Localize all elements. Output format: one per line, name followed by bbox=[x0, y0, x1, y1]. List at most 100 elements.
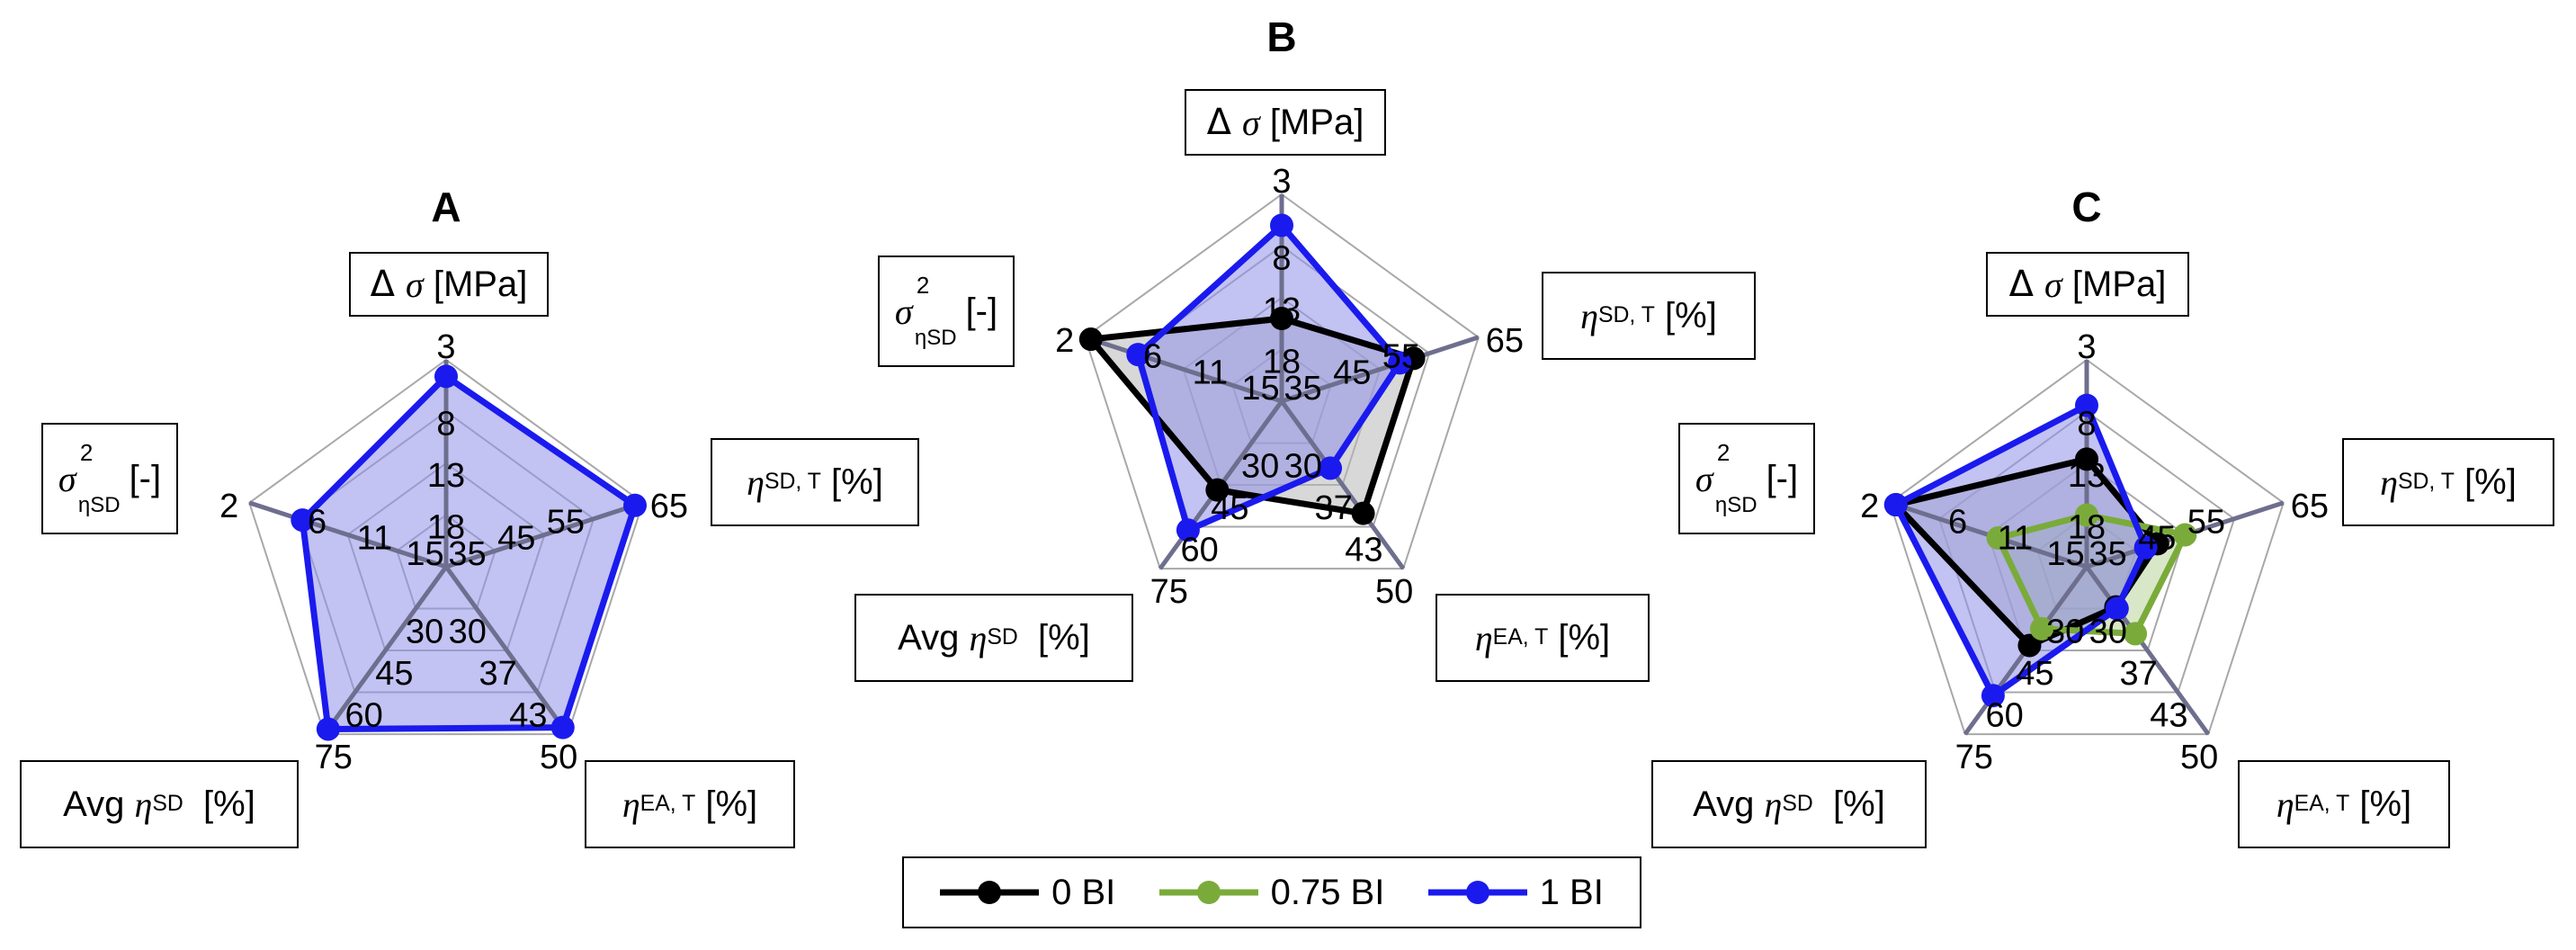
superscript: 2 bbox=[916, 271, 930, 299]
b-tick-label-3-1: 60 bbox=[1180, 532, 1218, 569]
c-series-2-point-1 bbox=[2133, 535, 2158, 560]
unit: [%] bbox=[705, 784, 758, 824]
legend-label: 0 BI bbox=[1051, 872, 1116, 912]
c-series-2-point-4 bbox=[1883, 493, 1908, 517]
a-tick-label-2-3: 30 bbox=[449, 614, 487, 651]
b-tick-label-4-0: 2 bbox=[1055, 322, 1074, 360]
subscript: SD, T bbox=[764, 470, 821, 494]
a-series-fill-0 bbox=[302, 376, 635, 730]
c-grid-ring-3 bbox=[1889, 358, 2285, 736]
a-series-0-point-3 bbox=[316, 717, 340, 741]
b-series-1-point-4 bbox=[1126, 343, 1150, 367]
b-tick-label-2-1: 43 bbox=[1345, 532, 1382, 569]
b-tick-label-1-0: 65 bbox=[1486, 322, 1524, 360]
c-series-1-point-3 bbox=[2029, 616, 2053, 641]
a-grid-ring-3 bbox=[248, 358, 644, 736]
b-tick-label-0-0: 3 bbox=[1272, 163, 1291, 201]
legend-swatch-0bi bbox=[940, 881, 1040, 904]
b-tick-label-0-2: 13 bbox=[1263, 291, 1301, 329]
a-tick-label-0-1: 8 bbox=[436, 406, 455, 444]
b-tick-label-3-3: 30 bbox=[1241, 448, 1279, 486]
superscript: 2 bbox=[79, 438, 94, 466]
eta-symbol: η bbox=[134, 784, 153, 825]
legend-item-0bi: 0 BI bbox=[940, 873, 1115, 913]
b-grid-ring-3 bbox=[1084, 193, 1480, 570]
unit: [%] bbox=[203, 784, 255, 824]
c-tick-label-0-2: 13 bbox=[2068, 457, 2106, 495]
eta-symbol: η bbox=[1764, 784, 1783, 825]
c-series-line-2 bbox=[1892, 402, 2150, 699]
c-tick-label-0-3: 18 bbox=[2068, 509, 2106, 547]
unit: [MPa] bbox=[2071, 264, 2167, 304]
a-tick-label-1-1: 55 bbox=[547, 504, 585, 542]
panel-title-b: B bbox=[1266, 13, 1297, 60]
eta-symbol: η bbox=[2380, 462, 2398, 503]
c-tick-label-4-2: 11 bbox=[1998, 519, 2033, 557]
unit: [MPa] bbox=[1269, 102, 1364, 142]
b-spoke-4 bbox=[1084, 335, 1283, 404]
b-tick-label-2-3: 30 bbox=[1284, 448, 1322, 486]
a-tick-label-4-1: 6 bbox=[308, 504, 326, 542]
c-tick-label-3-3: 30 bbox=[2046, 614, 2084, 651]
unit: [%] bbox=[1665, 295, 1717, 336]
eta-symbol: η bbox=[1474, 617, 1493, 659]
unit: [%] bbox=[2359, 784, 2412, 824]
a-spoke-1 bbox=[445, 500, 644, 569]
unit: [-] bbox=[965, 291, 998, 331]
c-tick-label-1-0: 65 bbox=[2291, 488, 2329, 525]
a-series-0-point-1 bbox=[622, 493, 647, 517]
b-series-1-point-3 bbox=[1176, 518, 1200, 542]
sigma-symbol: σ bbox=[1695, 458, 1713, 499]
b-series-1-point-0 bbox=[1270, 213, 1293, 238]
avg-prefix: Avg bbox=[63, 784, 125, 824]
legend-swatch-1bi bbox=[1427, 881, 1527, 904]
unit: [MPa] bbox=[433, 264, 528, 304]
sigma-symbol: σ bbox=[894, 291, 913, 332]
b-spoke-1 bbox=[1281, 335, 1480, 404]
sigma-symbol: σ bbox=[2044, 264, 2062, 305]
a-tick-label-3-3: 30 bbox=[406, 614, 443, 651]
c-tick-label-2-3: 30 bbox=[2089, 614, 2127, 651]
c-tick-label-1-2: 45 bbox=[2138, 519, 2176, 557]
sigma-symbol: σ bbox=[1242, 102, 1260, 143]
b-series-0-point-4 bbox=[1078, 327, 1103, 352]
a-tick-label-4-2: 11 bbox=[357, 519, 392, 557]
legend-label: 0.75 BI bbox=[1270, 872, 1385, 912]
unit: [-] bbox=[1766, 458, 1799, 498]
unit: [%] bbox=[2464, 462, 2517, 502]
a-tick-label-0-3: 18 bbox=[427, 509, 465, 547]
b-tick-label-3-2: 45 bbox=[1211, 489, 1248, 527]
subscript: SD, T bbox=[1597, 303, 1655, 327]
a-tick-label-1-0: 65 bbox=[650, 488, 688, 525]
c-tick-label-4-0: 2 bbox=[1860, 488, 1879, 525]
sigma-symbol: σ bbox=[406, 264, 424, 305]
subscript: SD bbox=[1782, 792, 1813, 816]
legend: 0 BI 0.75 BI 1 BI bbox=[902, 856, 1641, 928]
eta-symbol: η bbox=[1580, 295, 1598, 336]
b-tick-label-2-2: 37 bbox=[1314, 489, 1352, 527]
c-series-1-point-1 bbox=[2173, 523, 2197, 547]
a-tick-label-2-2: 37 bbox=[479, 655, 516, 693]
sigma-symbol: σ bbox=[58, 458, 76, 499]
b-series-1-point-2 bbox=[1319, 456, 1343, 480]
subscript: ηSD bbox=[1714, 492, 1758, 517]
c-tick-label-2-2: 37 bbox=[2119, 655, 2157, 693]
b-series-line-1 bbox=[1134, 222, 1403, 533]
c-series-2-point-3 bbox=[1981, 684, 2005, 708]
b-tick-label-2-0: 50 bbox=[1375, 573, 1413, 611]
b-tick-label-1-1: 55 bbox=[1382, 338, 1420, 376]
b-series-0-point-3 bbox=[1205, 478, 1230, 502]
c-tick-label-1-3: 35 bbox=[2089, 535, 2126, 573]
